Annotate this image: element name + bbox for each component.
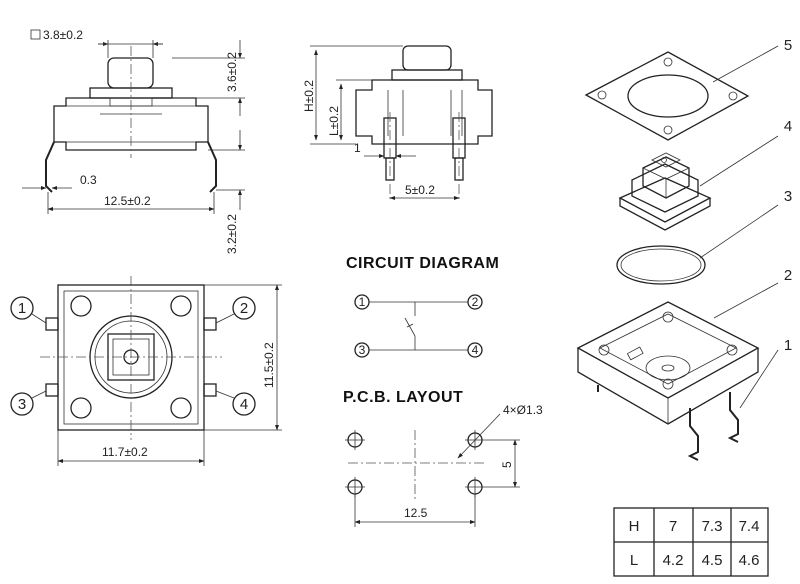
height-table: H 7 7.3 7.4 L 4.2 4.5 4.6 (613, 507, 769, 577)
part-label-3: 3 (784, 188, 792, 205)
lead-offset-label: 0.3 (80, 173, 97, 187)
pcb-spacing-h: 12.5 (404, 506, 428, 520)
part-label-4: 4 (784, 118, 792, 135)
lead-length-label: 3.2±0.2 (225, 214, 239, 254)
lead-span-label: 12.5±0.2 (104, 194, 151, 208)
table-cell: 4.2 (663, 552, 684, 569)
part-label-1: 1 (784, 337, 792, 354)
front-lead-right (207, 141, 217, 193)
height-h-label: H±0.2 (302, 80, 316, 112)
front-button-cap (107, 57, 154, 89)
pin-marker-2 (232, 296, 256, 320)
pin-label-3: 3 (18, 396, 26, 413)
pin-marker-3 (10, 392, 34, 416)
stem-height-label: 3.6±0.2 (225, 52, 239, 92)
side-body (355, 79, 493, 145)
circuit-pin-4: 4 (472, 343, 479, 357)
side-view: H±0.2 L±0.2 1 5±0.2 (302, 45, 493, 200)
button-size-label: 3.8±0.2 (43, 28, 83, 42)
table-row-h-label: H (629, 518, 640, 535)
pcb-spacing-v: 5 (500, 461, 514, 468)
part-4-actuator (618, 177, 712, 223)
corner-post (70, 397, 92, 419)
lead-pitch-label: 5±0.2 (405, 183, 435, 197)
front-view: 3.8±0.2 3.6±0.2 0.3 12.5±0.2 3.2±0.2 (22, 28, 245, 254)
corner-post (70, 295, 92, 317)
side-button-cap (402, 45, 452, 71)
part-1-terminal (687, 408, 699, 461)
part-3-metal-dome (616, 245, 706, 285)
table-cell: 4.5 (702, 552, 723, 569)
pin-label-4: 4 (240, 396, 248, 413)
part-5-cover-plate (584, 51, 750, 141)
part-label-2: 2 (784, 267, 792, 284)
pin-marker-1 (10, 296, 34, 320)
part-1-terminal (727, 392, 739, 443)
switch-contact (404, 317, 416, 337)
circuit-pin-2: 2 (472, 295, 479, 309)
corner-post (170, 397, 192, 419)
pin-label-2: 2 (240, 300, 248, 317)
table-row-l-label: L (630, 552, 638, 569)
height-l-label: L±0.2 (327, 106, 341, 136)
circuit-diagram: CIRCUIT DIAGRAM 1 2 3 4 (346, 255, 499, 358)
pin-marker-4 (232, 392, 256, 416)
exploded-view: 5 4 3 2 1 (576, 37, 792, 461)
body-height-label: 11.5±0.2 (262, 342, 276, 388)
pin-label-1: 1 (18, 300, 26, 317)
circuit-pin-3: 3 (359, 343, 366, 357)
pcb-title: P.C.B. LAYOUT (343, 389, 463, 406)
part-label-5: 5 (784, 37, 792, 54)
table-cell: 7 (669, 518, 677, 535)
corner-post (170, 295, 192, 317)
table-cell: 4.6 (739, 552, 760, 569)
top-view: 1 2 3 4 11.7±0.2 11.5±0.2 (10, 276, 282, 466)
circuit-title: CIRCUIT DIAGRAM (346, 255, 499, 272)
front-lead-left (45, 141, 55, 193)
lead-width-label: 1 (354, 141, 361, 155)
table-cell: 7.3 (702, 518, 723, 535)
table-cell: 7.4 (739, 518, 760, 535)
circuit-pin-1: 1 (359, 295, 366, 309)
body-width-label: 11.7±0.2 (102, 445, 148, 459)
pcb-layout: P.C.B. LAYOUT 4×Ø1.3 5 12.5 (343, 389, 543, 527)
pcb-hole-spec: 4×Ø1.3 (503, 403, 543, 417)
